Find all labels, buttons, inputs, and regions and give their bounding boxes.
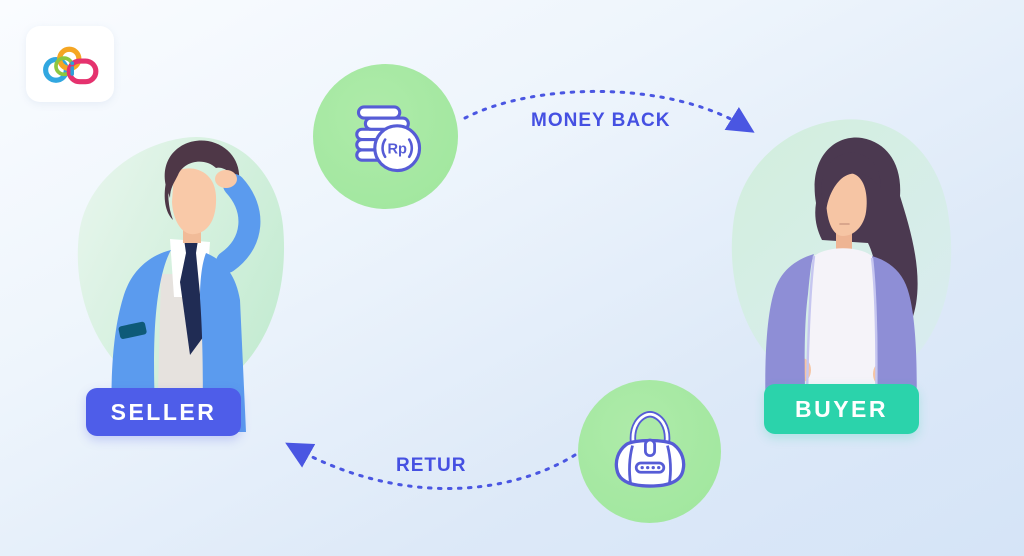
seller-hand (215, 170, 237, 188)
coins-icon: Rp (354, 104, 421, 172)
logo-i-bar (70, 66, 74, 76)
logo-pink-ring (66, 58, 99, 85)
buyer-figure (731, 119, 952, 423)
bag-dots (640, 465, 660, 469)
seller-jacket-pocket (118, 321, 147, 339)
seller-jacket (111, 250, 246, 432)
seller-raised-arm (216, 174, 261, 273)
seller-face (172, 168, 217, 235)
buyer-face (826, 172, 867, 236)
buyer-badge: BUYER (764, 384, 919, 434)
bag-handles (629, 410, 670, 455)
buyer-badge-label: BUYER (794, 395, 888, 422)
money-back-arrow (463, 90, 755, 133)
money-back-label: MONEY BACK (531, 110, 671, 131)
cloud-logo-icon (43, 46, 99, 85)
coin-parentheses (380, 137, 413, 158)
logo-i-dot (70, 61, 75, 66)
buyer-top (806, 248, 880, 423)
rupiah-symbol: Rp (387, 141, 407, 157)
buyer-jacket (765, 254, 917, 423)
logo (26, 26, 114, 102)
bag-clasp (643, 438, 656, 457)
bag-seams (627, 444, 672, 484)
bag-dots-plate (634, 461, 665, 474)
money-back-icon-circle: Rp (313, 64, 458, 209)
seller-badge: SELLER (86, 388, 241, 436)
handbag-icon (614, 410, 685, 488)
seller-figure (77, 136, 285, 432)
retur-icon-circle (578, 380, 721, 523)
retur-label: RETUR (396, 455, 467, 476)
seller-hair (164, 140, 240, 220)
buyer-hair-front (821, 152, 881, 216)
retur-arrow (285, 442, 577, 490)
seller-badge-label: SELLER (110, 398, 217, 425)
